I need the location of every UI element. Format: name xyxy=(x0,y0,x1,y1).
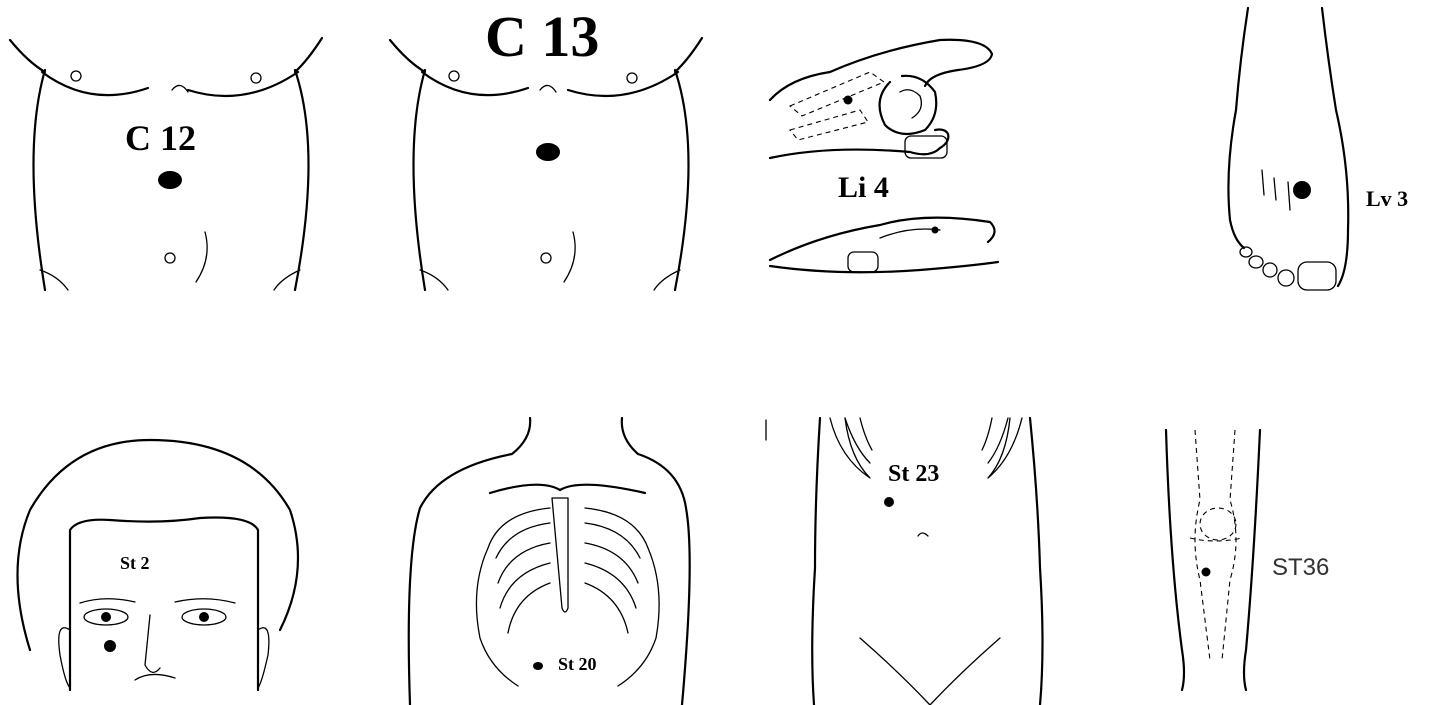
st20-label: St 20 xyxy=(558,655,597,673)
abdomen-st23-panel: St 23 xyxy=(760,418,1050,705)
torso-c13-panel: C 13 xyxy=(380,0,720,295)
hand-li4-panel: Li 4 xyxy=(760,30,1010,280)
st2-point-marker xyxy=(104,640,116,652)
face-st2-panel: St 2 xyxy=(0,420,310,705)
c13-point-marker xyxy=(536,143,560,161)
li4-point-marker xyxy=(844,96,853,105)
li4-label: Li 4 xyxy=(838,173,889,203)
lv3-point-marker xyxy=(1293,181,1311,199)
torso-c12-panel: C 12 xyxy=(0,0,340,295)
lv3-label: Lv 3 xyxy=(1366,188,1408,210)
st2-label: St 2 xyxy=(120,554,150,572)
c12-point-marker xyxy=(158,171,182,189)
foot-lv3-panel: Lv 3 xyxy=(1210,0,1433,300)
c13-label: C 13 xyxy=(485,8,599,66)
st36-point-marker xyxy=(1202,568,1211,577)
face-st2-drawing xyxy=(0,420,310,705)
foot-lv3-drawing xyxy=(1210,0,1370,300)
c12-label: C 12 xyxy=(125,120,196,156)
knee-st36-panel: ST36 xyxy=(1150,420,1433,705)
st23-point-marker xyxy=(884,497,894,507)
ribcage-st20-drawing xyxy=(400,418,700,705)
st20-point-marker xyxy=(533,662,543,670)
st23-label: St 23 xyxy=(888,462,939,486)
ribcage-st20-panel: St 20 xyxy=(400,418,700,705)
hand-li4-drawing xyxy=(760,30,1010,280)
knee-st36-drawing xyxy=(1150,420,1280,705)
st36-label: ST36 xyxy=(1272,556,1329,580)
